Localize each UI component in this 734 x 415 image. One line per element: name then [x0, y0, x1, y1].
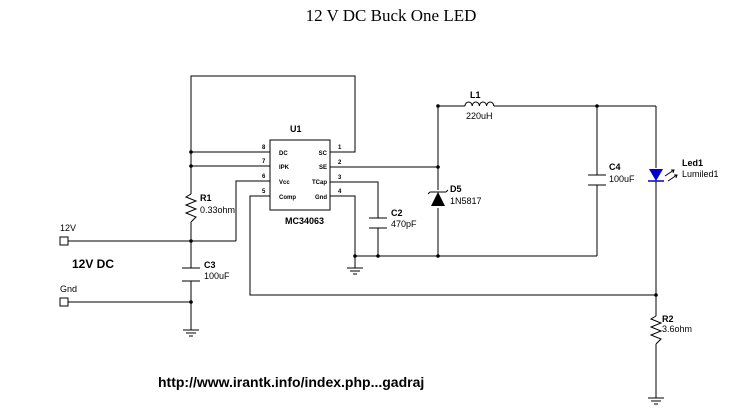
ground-icon: [648, 397, 664, 405]
ic-pin-name: SE: [319, 165, 327, 171]
port-12v-label: 12V: [60, 223, 76, 233]
c3-value: 100uF: [204, 271, 230, 281]
inductor-l1: L1 220uH: [464, 90, 495, 121]
ic-pin-name: DC: [279, 151, 288, 157]
ic-pin-num: 7: [262, 159, 266, 165]
ic-ref: U1: [290, 124, 302, 134]
ic-pin-num: 1: [338, 145, 342, 151]
ground-icon: [347, 267, 363, 275]
ic-pin-num: 4: [338, 189, 342, 195]
r1-ref: R1: [200, 193, 212, 203]
ic-pin-num: 6: [262, 174, 266, 180]
diode-d5: D5 1N5817: [427, 184, 482, 206]
d5-value: 1N5817: [450, 196, 482, 206]
input-ports: 12V Gnd 12V DC: [59, 223, 114, 307]
ic-pin-name: Vcc: [279, 180, 290, 186]
ground-symbols: [183, 267, 664, 405]
ic-pin-num: 5: [262, 189, 266, 195]
c4-ref: C4: [609, 162, 621, 172]
led-led1: Led1 Lumiled1: [648, 158, 719, 182]
c3-ref: C3: [204, 260, 216, 270]
l1-ref: L1: [470, 90, 481, 100]
led1-ref: Led1: [682, 158, 703, 168]
wires: [68, 75, 657, 398]
page-title: 12 V DC Buck One LED: [306, 6, 477, 25]
port-gnd-label: Gnd: [60, 284, 77, 294]
ic-pin-name: Gnd: [315, 195, 327, 201]
ic-part: MC34063: [285, 216, 324, 226]
c2-ref: C2: [391, 208, 403, 218]
ic-pin-num: 8: [262, 145, 266, 151]
ic-pin-num: 3: [338, 175, 342, 181]
ic-u1: U1 MC34063 8 7 6 5 DC IPK Vcc Comp 1 2 3…: [262, 124, 342, 226]
capacitor-c3: C3 100uF: [182, 260, 230, 282]
d5-ref: D5: [450, 184, 462, 194]
r2-value: 3.6ohm: [662, 324, 692, 334]
capacitor-c2: C2 470pF: [369, 208, 417, 229]
ic-pin-name: TCap: [312, 180, 327, 186]
ic-pin-name: Comp: [279, 195, 296, 201]
footer-url: http://www.irantk.info/index.php...gadra…: [158, 374, 424, 390]
led1-value: Lumiled1: [682, 169, 719, 179]
c4-value: 100uF: [609, 174, 635, 184]
l1-value: 220uH: [466, 111, 493, 121]
ic-pin-num: 2: [338, 160, 342, 166]
junction-dots: [189, 104, 658, 304]
r1-value: 0.33ohm: [200, 205, 235, 215]
c2-value: 470pF: [391, 219, 417, 229]
ic-pin-name: SC: [319, 151, 328, 157]
resistor-r2: R2 3.6ohm: [649, 314, 692, 345]
input-voltage-label: 12V DC: [72, 257, 114, 271]
ic-pin-name: IPK: [279, 165, 290, 171]
r2-ref: R2: [662, 314, 674, 324]
ground-icon: [183, 329, 199, 337]
resistor-r1: R1 0.33ohm: [184, 193, 235, 223]
capacitor-c4: C4 100uF: [588, 162, 635, 186]
